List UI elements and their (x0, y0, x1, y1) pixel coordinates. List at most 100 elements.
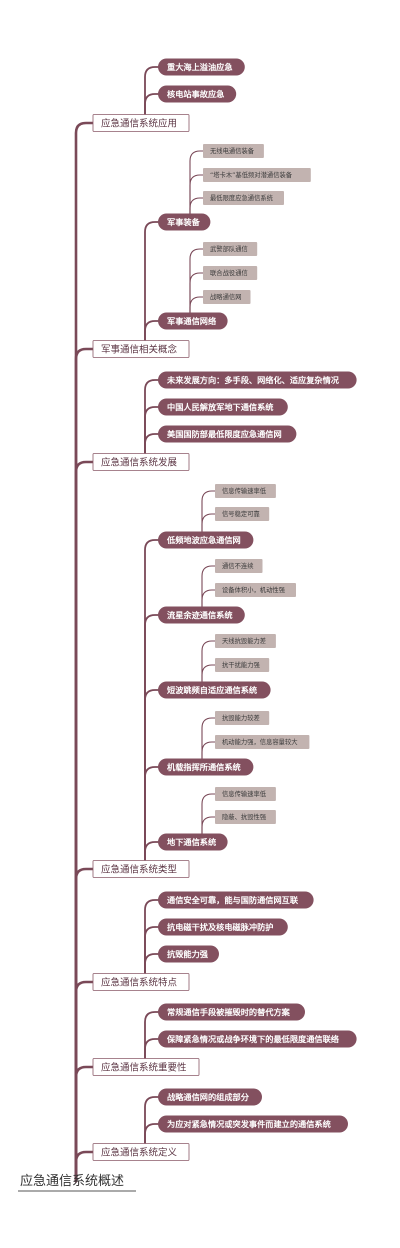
detail-box (203, 168, 311, 182)
topic-node[interactable]: 军事装备 (158, 213, 211, 231)
topic-node[interactable]: 保障紧急情况或战争环境下的最低限度通信联络 (158, 1030, 357, 1048)
connector-line (201, 513, 216, 541)
detail-box (215, 711, 270, 725)
topic-node[interactable]: 军事通信网络 (158, 312, 228, 330)
detail-node[interactable]: 最低限度应急通信系统 (203, 191, 284, 205)
topic-node[interactable]: 机载指挥所通信系统 (158, 758, 254, 776)
detail-label: 抗毁能力较差 (222, 713, 260, 722)
detail-box (203, 290, 251, 304)
topic-pill (158, 425, 297, 443)
topic-node[interactable]: 为应对紧急情况或突发事件而建立的通信系统 (158, 1115, 348, 1133)
connector-line (144, 379, 159, 463)
detail-node[interactable]: 设备体积小，机动性强 (215, 583, 296, 597)
detail-box (215, 559, 263, 573)
category-node[interactable]: 应急通信系统类型 (92, 860, 190, 878)
detail-node[interactable]: 天线抗毁能力差 (215, 634, 276, 648)
topic-label: 通信安全可靠，能与国防通信网互联 (167, 895, 299, 905)
detail-node[interactable]: 隐蔽、抗毁性强 (215, 810, 276, 824)
category-box (92, 453, 190, 471)
topic-pill (158, 85, 237, 103)
detail-node[interactable]: 通信不连续 (215, 559, 263, 573)
topic-node[interactable]: 流星余迹通信系统 (158, 606, 245, 624)
topic-node[interactable]: 抗毁能力强 (158, 945, 219, 963)
topic-node[interactable]: 中国人民解放军地下通信系统 (158, 398, 288, 416)
detail-node[interactable]: 信息传输速率低 (215, 484, 276, 498)
detail-node[interactable]: 抗毁能力较差 (215, 711, 270, 725)
topic-pill (158, 758, 254, 776)
category-node[interactable]: 应急通信系统应用 (92, 114, 190, 132)
topic-pill (158, 312, 228, 330)
connector-line (189, 150, 204, 223)
category-label: 应急通信系统类型 (101, 863, 178, 875)
category-label: 应急通信系统特点 (101, 976, 178, 988)
topic-node[interactable]: 未来发展方向：多手段、网络化、适应复杂情况 (158, 371, 357, 389)
connector-line (201, 565, 216, 616)
connector-line (189, 174, 204, 223)
detail-node[interactable]: 抗干扰能力强 (215, 658, 270, 672)
detail-box (203, 191, 284, 205)
connector-line (201, 816, 216, 843)
detail-node[interactable]: “塔卡木”基低频对潜通信装备 (203, 168, 311, 182)
detail-node[interactable]: 战略通信网 (203, 290, 251, 304)
connector-line (144, 614, 159, 870)
topic-pill (158, 833, 228, 851)
category-node[interactable]: 应急通信系统定义 (92, 1143, 190, 1161)
topic-node[interactable]: 战略通信网的组成部分 (158, 1088, 262, 1106)
detail-label: 无线电通信装备 (210, 146, 255, 155)
topic-pill (158, 918, 288, 936)
topic-node[interactable]: 美国国防部最低限度应急通信网 (158, 425, 297, 443)
topic-node[interactable]: 重大海上溢油应急 (158, 58, 245, 76)
connector-line (189, 272, 204, 322)
detail-node[interactable]: 无线电通信装备 (203, 144, 264, 158)
detail-box (203, 242, 258, 256)
detail-node[interactable]: 武警部队通信 (203, 242, 258, 256)
detail-box (203, 266, 258, 280)
topic-node[interactable]: 核电站事故应急 (158, 85, 237, 103)
topic-label: 短波跳频自适应通信系统 (167, 685, 258, 695)
connector-line (144, 689, 159, 870)
topic-node[interactable]: 常规通信手段被摧毁时的替代方案 (158, 1003, 305, 1021)
connector-line (144, 539, 159, 870)
topic-node[interactable]: 通信安全可靠，能与国防通信网互联 (158, 891, 314, 909)
category-node[interactable]: 应急通信系统重要性 (92, 1058, 200, 1076)
topic-node[interactable]: 低频地波应急通信网 (158, 531, 254, 549)
topic-label: 常规通信手段被摧毁时的替代方案 (167, 1007, 291, 1017)
topic-label: 战略通信网的组成部分 (167, 1092, 250, 1102)
topic-node[interactable]: 短波跳频自适应通信系统 (158, 681, 271, 699)
detail-label: 隐蔽、抗毁性强 (222, 812, 267, 821)
category-node[interactable]: 应急通信系统特点 (92, 973, 190, 991)
detail-label: “塔卡木”基低频对潜通信装备 (210, 170, 293, 179)
topic-pill (158, 531, 254, 549)
connector-lines (74, 66, 216, 1183)
category-node[interactable]: 应急通信系统发展 (92, 453, 190, 471)
connector-line (144, 66, 159, 124)
topic-label: 地下通信系统 (167, 837, 217, 847)
topic-label: 机载指挥所通信系统 (167, 762, 242, 772)
category-node[interactable]: 军事通信相关概念 (92, 340, 190, 358)
detail-label: 武警部队通信 (210, 244, 248, 253)
topic-pill (158, 1003, 305, 1021)
detail-box (215, 787, 276, 801)
detail-node[interactable]: 信号稳定可靠 (215, 507, 270, 521)
connector-line (74, 347, 95, 1183)
topic-pill (158, 398, 288, 416)
detail-label: 信息传输速率低 (222, 789, 267, 798)
detail-node[interactable]: 机动能力强，信息容量较大 (215, 735, 310, 749)
connector-line (74, 121, 95, 1183)
root-label: 应急通信系统概述 (20, 1173, 124, 1189)
topic-node[interactable]: 地下通信系统 (158, 833, 228, 851)
detail-label: 最低限度应急通信系统 (210, 193, 274, 202)
detail-node[interactable]: 信息传输速率低 (215, 787, 276, 801)
connector-line (74, 980, 95, 1183)
detail-node[interactable]: 联合战役通信 (203, 266, 258, 280)
connector-line (201, 640, 216, 691)
connector-line (144, 766, 159, 870)
root-node[interactable]: 应急通信系统概述 (18, 1173, 136, 1192)
connector-line (74, 460, 95, 1183)
detail-box (215, 507, 270, 521)
topic-node[interactable]: 抗电磁干扰及核电磁脉冲防护 (158, 918, 288, 936)
connector-line (189, 296, 204, 322)
detail-label: 信号稳定可靠 (222, 509, 260, 518)
